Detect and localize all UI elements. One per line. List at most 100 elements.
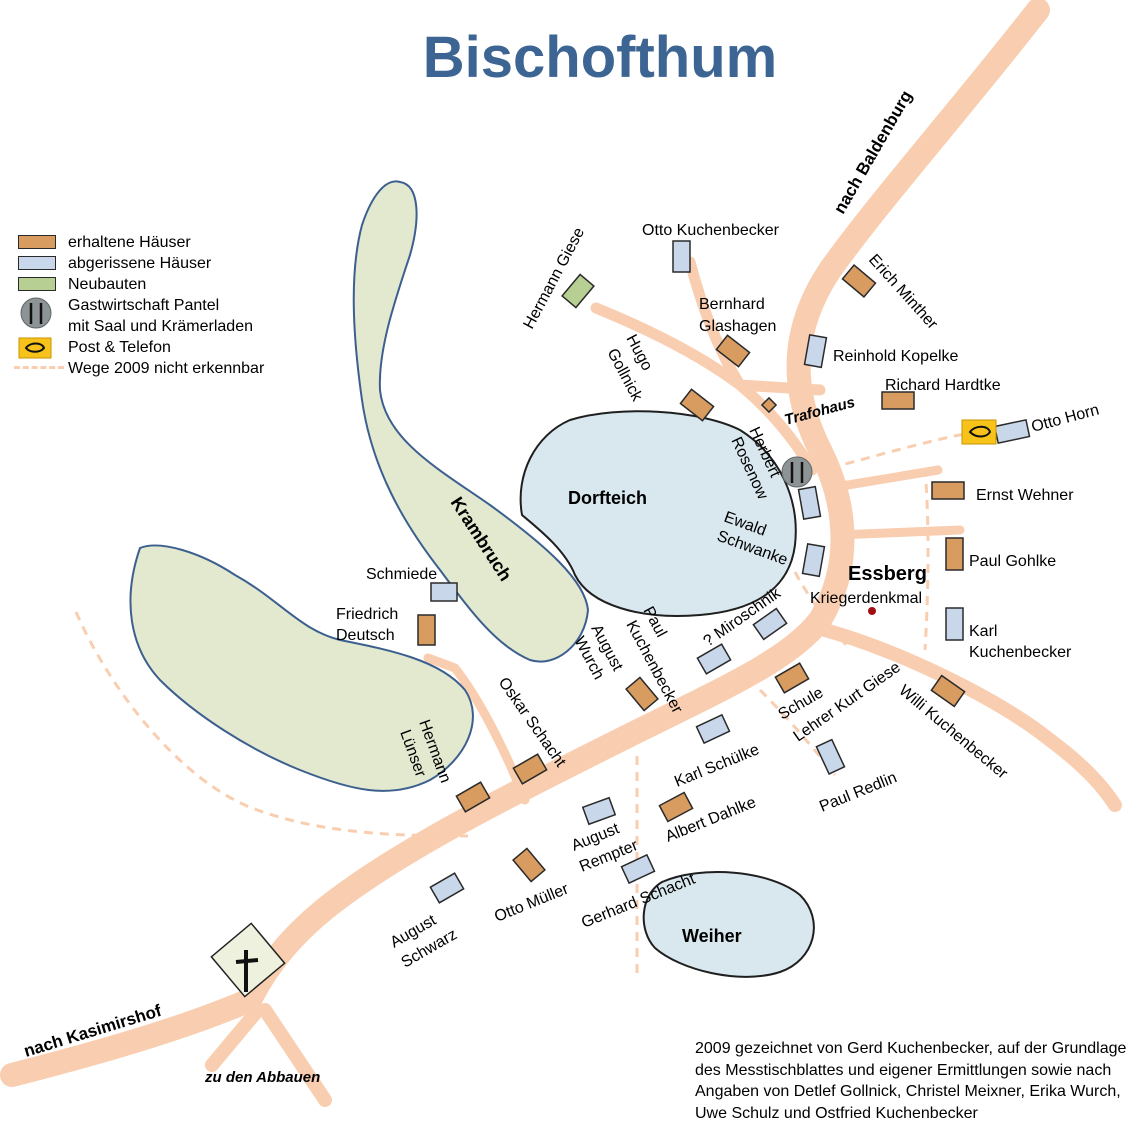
label-essberg: Essberg	[848, 563, 927, 585]
house-karl-schuelke	[695, 713, 731, 745]
house-karl-kuchenbecker	[945, 607, 964, 641]
former-path-post	[829, 430, 976, 470]
label-reinhold-kopelke: Reinhold Kopelke	[833, 348, 959, 365]
house-hugo-gollnick	[679, 388, 715, 422]
house-miroschnik-2	[696, 643, 732, 675]
house-oskar-schacht	[512, 753, 548, 785]
house-friedrich-deutsch	[417, 614, 436, 646]
post-icon	[961, 419, 997, 445]
legend-inn-label-1: Gastwirtschaft Pantel	[68, 297, 220, 314]
label-friedrich-2: Deutsch	[336, 627, 395, 644]
house-herbert-rosenow	[797, 485, 822, 521]
label-karl-schuelke: Karl Schülke	[672, 741, 762, 790]
legend-kept-label: erhaltene Häuser	[68, 234, 191, 251]
legend-demolished-label: abgerissene Häuser	[68, 255, 212, 272]
legend-inn-label-2: mit Saal und Krämerladen	[68, 318, 253, 335]
house-hermann-luenser	[455, 781, 491, 813]
road-to-abbauen-west	[205, 1003, 265, 1072]
former-path-west	[74, 611, 469, 838]
house-albert-dahlke	[658, 791, 694, 823]
legend-new-swatch	[18, 277, 56, 291]
map-title: Bischofthum	[422, 25, 778, 90]
house-otto-kuchenbecker	[672, 240, 691, 273]
schmiede-building	[430, 582, 458, 602]
legend-new-row: Neubauten	[14, 274, 344, 295]
house-schule	[774, 662, 810, 694]
label-schmiede: Schmiede	[366, 566, 437, 583]
houses	[417, 240, 1031, 904]
legend-post-icon	[18, 337, 52, 359]
legend-paths-row: Wege 2009 nicht erkennbar	[14, 358, 344, 379]
krambruch-area	[352, 180, 590, 663]
map-credits: 2009 gezeichnet von Gerd Kuchenbecker, a…	[695, 1040, 1127, 1122]
legend-kept-row: erhaltene Häuser	[14, 232, 344, 253]
label-kriegerdenkmal: Kriegerdenkmal	[810, 590, 922, 607]
road-east	[811, 621, 1122, 812]
house-otto-mueller	[512, 847, 546, 883]
road-north-branch	[684, 256, 826, 396]
house-ernst-wehner	[931, 481, 965, 500]
label-paul-redlin: Paul Redlin	[817, 769, 899, 815]
legend-paths-dash	[14, 366, 64, 371]
house-gerhard-schacht	[620, 853, 656, 885]
label-richard-hardtke: Richard Hardtke	[885, 377, 1001, 394]
cross-icon	[235, 950, 259, 992]
house-paul-gohlke	[945, 537, 964, 571]
house-willi-kuchenbecker	[930, 674, 966, 708]
house-paul-redlin	[815, 738, 846, 775]
legend-paths-label: Wege 2009 nicht erkennbar	[68, 360, 265, 377]
inn-icon	[781, 456, 813, 488]
house-bernhard-glashagen	[715, 334, 751, 368]
label-karl-2: Kuchenbecker	[969, 644, 1072, 661]
legend-kept-swatch	[18, 235, 56, 249]
label-bernhard-2: Glashagen	[699, 318, 776, 335]
label-otto-mueller: Otto Müller	[492, 880, 572, 925]
house-otto-horn	[993, 418, 1031, 445]
house-ewald-schwanke	[801, 542, 826, 578]
road-east-2	[831, 525, 965, 540]
label-ernst-wehner: Ernst Wehner	[976, 487, 1074, 504]
legend-post-label: Post & Telefon	[68, 339, 171, 356]
house-august-rempter	[581, 796, 617, 826]
legend-inn-row: Gastwirtschaft Pantel	[14, 295, 344, 329]
road-to-abbauen-east	[258, 1003, 332, 1107]
label-friedrich-1: Friedrich	[336, 606, 398, 623]
legend-demolished-swatch	[18, 256, 56, 270]
house-erich-minther	[841, 264, 877, 298]
label-karl-1: Karl	[969, 623, 997, 640]
label-weiher: Weiher	[682, 926, 742, 946]
label-otto-kuchenbecker: Otto Kuchenbecker	[642, 222, 780, 239]
label-erich-minther: Erich Minther	[865, 251, 941, 333]
label-dorfteich: Dorfteich	[568, 488, 647, 508]
former-path-east	[923, 467, 930, 651]
map-legend: erhaltene Häuser abgerissene Häuser Neub…	[14, 232, 344, 379]
weiher-pond	[642, 871, 815, 978]
house-richard-hardtke	[881, 391, 915, 410]
legend-inn-icon	[20, 297, 52, 329]
road-west-lane	[423, 653, 530, 805]
kriegerdenkmal-dot	[868, 607, 876, 615]
house-miroschnik	[752, 607, 788, 641]
main-road	[238, 0, 1050, 1012]
road-east-1	[825, 465, 943, 493]
house-paul-kuchenbecker	[625, 676, 659, 712]
legend-new-label: Neubauten	[68, 276, 147, 293]
trafohaus-building	[760, 396, 778, 414]
roads	[0, 0, 1122, 1107]
legend-demolished-row: abgerissene Häuser	[14, 253, 344, 274]
legend-post-row: Post & Telefon	[14, 337, 344, 359]
road-to-kasimirshof	[0, 988, 262, 1087]
dorfteich-pond	[519, 410, 797, 617]
west-green-area	[129, 544, 474, 792]
label-zu-den-abbauen: zu den Abbauen	[204, 1069, 320, 1086]
house-hermann-giese	[561, 273, 595, 309]
house-reinhold-kopelke	[803, 333, 828, 369]
label-bernhard-1: Bernhard	[699, 296, 765, 313]
label-otto-horn: Otto Horn	[1030, 401, 1101, 435]
house-august-schwarz	[429, 872, 465, 904]
cemetery	[210, 922, 286, 998]
label-paul-gohlke: Paul Gohlke	[969, 553, 1056, 570]
legend-inn-row-2: mit Saal und Krämerladen	[14, 316, 344, 337]
